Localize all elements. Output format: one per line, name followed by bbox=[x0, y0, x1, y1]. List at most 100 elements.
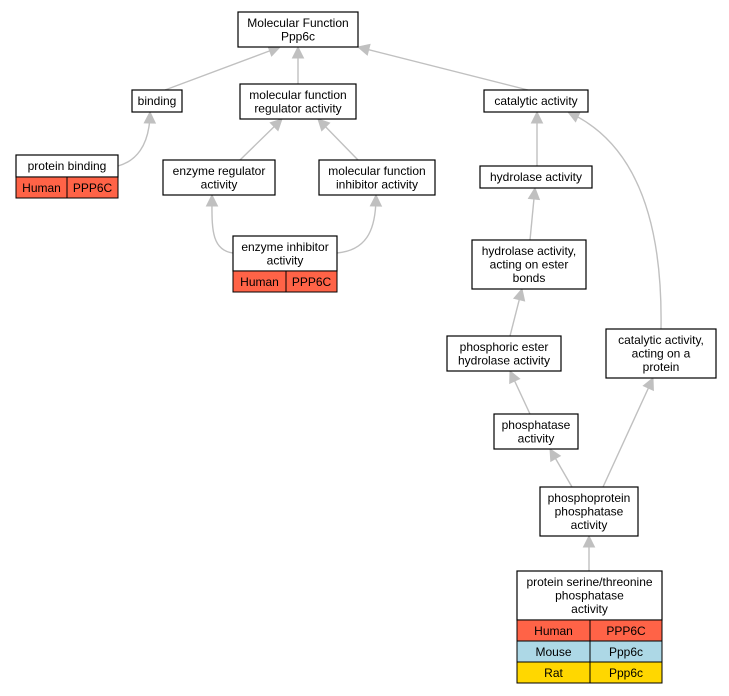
edge-line bbox=[529, 187, 536, 241]
term-box bbox=[446, 335, 562, 372]
edge-pha-peh bbox=[509, 369, 531, 415]
arrowhead-icon bbox=[291, 45, 305, 59]
arrowhead-icon bbox=[530, 110, 544, 124]
edge-line bbox=[164, 46, 281, 91]
term-box bbox=[237, 11, 359, 48]
edge-cap-cat bbox=[566, 111, 662, 330]
go-term-node-pst[interactable]: protein serine/threoninephosphataseactiv… bbox=[516, 570, 663, 684]
gene-label: Ppp6c bbox=[609, 645, 643, 659]
edge-line bbox=[509, 370, 531, 415]
edge-bind-mf bbox=[164, 45, 282, 91]
species-label: Rat bbox=[544, 666, 563, 680]
arrowhead-icon bbox=[143, 110, 157, 124]
species-label: Human bbox=[240, 275, 279, 289]
edge-cat-mf bbox=[356, 43, 529, 91]
term-label-line: enzyme regulator bbox=[173, 164, 266, 178]
edge-pst-ppp bbox=[582, 534, 596, 571]
term-label-line: inhibitor activity bbox=[336, 177, 418, 191]
edge-line bbox=[602, 377, 654, 488]
term-label-line: acting on a bbox=[632, 347, 691, 361]
edge-line bbox=[509, 288, 523, 337]
term-label-line: acting on ester bbox=[490, 258, 569, 272]
edge-line bbox=[239, 118, 283, 161]
go-term-node-bind[interactable]: binding bbox=[131, 89, 183, 113]
term-box bbox=[539, 486, 639, 537]
edge-ei-er bbox=[205, 193, 234, 254]
term-label-line: catalytic activity, bbox=[618, 333, 704, 347]
edge-mfi-mfr bbox=[317, 118, 359, 161]
edge-line bbox=[317, 118, 359, 161]
term-box bbox=[131, 89, 183, 113]
gene-label: PPP6C bbox=[73, 181, 113, 195]
species-label: Human bbox=[22, 181, 61, 195]
term-label-line: protein binding bbox=[28, 159, 107, 173]
term-label-line: activity bbox=[267, 253, 304, 267]
arrowhead-icon bbox=[317, 118, 331, 132]
annotation-row-mouse: Mouse Ppp6c bbox=[516, 640, 663, 663]
go-term-node-cat[interactable]: catalytic activity bbox=[483, 89, 589, 113]
arrowhead-icon bbox=[549, 448, 562, 463]
edges-layer bbox=[117, 43, 662, 571]
term-label-line: molecular function bbox=[328, 164, 425, 178]
edge-ppp-pha bbox=[549, 448, 573, 488]
species-label: Human bbox=[534, 624, 573, 638]
arrowhead-icon bbox=[512, 287, 526, 302]
term-box bbox=[605, 328, 717, 379]
term-box bbox=[471, 239, 587, 290]
term-box bbox=[239, 83, 357, 120]
term-box bbox=[493, 413, 579, 450]
term-label-line: phosphatase bbox=[555, 505, 624, 519]
term-label-line: Molecular Function bbox=[247, 16, 348, 30]
edge-line bbox=[549, 448, 573, 488]
arrowhead-icon bbox=[269, 118, 283, 132]
term-box bbox=[318, 159, 436, 196]
gene-cell bbox=[285, 270, 338, 293]
term-label-line: protein bbox=[643, 360, 680, 374]
edge-line bbox=[211, 194, 234, 254]
arrowhead-icon bbox=[582, 534, 596, 548]
term-label-line: hydrolase activity bbox=[490, 170, 582, 184]
term-label-line: phosphoric ester bbox=[460, 340, 549, 354]
term-label-line: phosphatase bbox=[502, 418, 571, 432]
term-label-line: regulator activity bbox=[254, 101, 341, 115]
term-label-line: activity bbox=[571, 602, 608, 616]
term-label-line: hydrolase activity bbox=[458, 353, 550, 367]
annotation-row-human: Human PPP6C bbox=[15, 176, 119, 199]
edge-line bbox=[357, 46, 529, 91]
term-label-line: activity bbox=[571, 518, 608, 532]
arrowhead-icon bbox=[509, 369, 521, 385]
term-label-line: hydrolase activity, bbox=[482, 244, 576, 258]
edge-line bbox=[567, 111, 662, 330]
go-term-node-hyd[interactable]: hydrolase activity bbox=[479, 165, 593, 189]
term-box bbox=[483, 89, 589, 113]
arrowhead-icon bbox=[356, 43, 371, 56]
edge-line bbox=[117, 111, 151, 167]
arrowhead-icon bbox=[369, 193, 383, 207]
term-box bbox=[232, 235, 338, 272]
term-label-line: protein serine/threonine bbox=[526, 575, 652, 589]
gene-cell bbox=[589, 661, 663, 684]
species-label: Mouse bbox=[535, 645, 571, 659]
term-box bbox=[516, 570, 663, 621]
arrowhead-icon bbox=[205, 193, 219, 207]
edge-mfr-mf bbox=[291, 45, 305, 84]
edge-hae-hyd bbox=[527, 186, 541, 241]
term-label-line: enzyme inhibitor bbox=[241, 240, 328, 254]
term-box bbox=[162, 159, 276, 196]
